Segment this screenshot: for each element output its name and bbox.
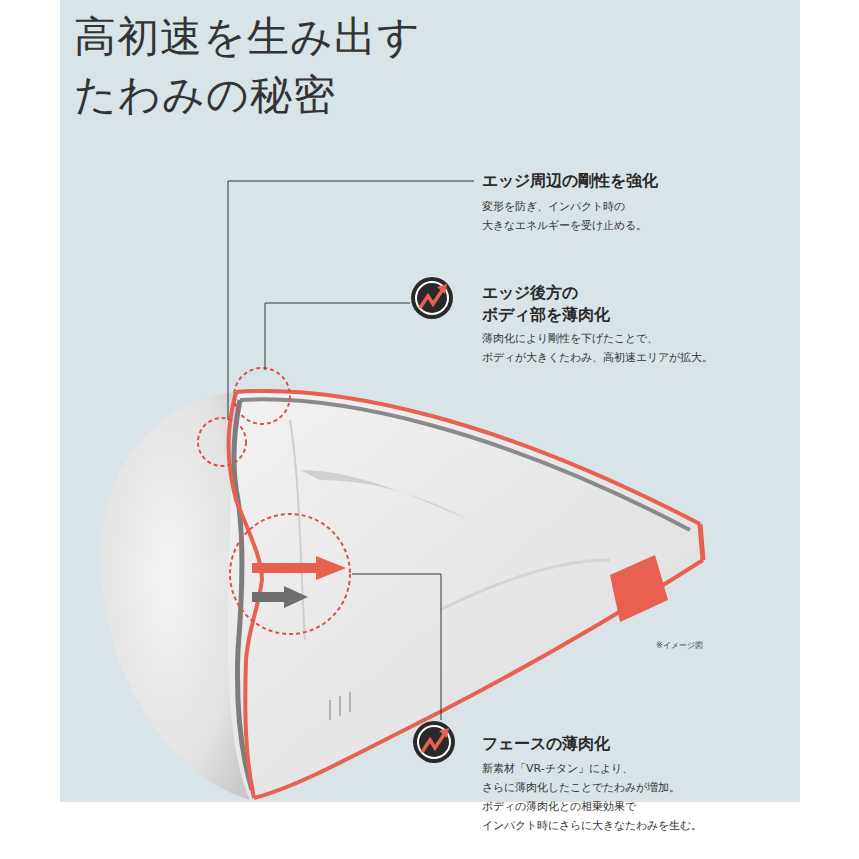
background-panel bbox=[60, 0, 800, 802]
note: ※イメージ図 bbox=[656, 641, 703, 651]
inner-rib bbox=[440, 560, 610, 610]
callout-heading: エッジ周辺の剛性を強化 bbox=[482, 170, 658, 192]
face-section-gray bbox=[234, 400, 252, 790]
deflection-arrow bbox=[252, 563, 318, 573]
head-body bbox=[228, 391, 703, 800]
sole-marks bbox=[330, 692, 350, 720]
deflection-arrow-gray bbox=[284, 586, 308, 608]
boost-icon bbox=[413, 721, 455, 763]
leader-line bbox=[228, 181, 474, 420]
callout-heading: エッジ後方の ボディ部を薄肉化 bbox=[482, 282, 620, 325]
callout-text: 新素材「VR-チタン」により、 さらに薄肉化したことでたわみが増加。 ボディの薄… bbox=[482, 760, 709, 836]
crown-section-gray bbox=[240, 399, 690, 530]
highlight-circle bbox=[230, 514, 350, 634]
crown-section-red bbox=[236, 391, 700, 524]
inner-rib bbox=[290, 420, 305, 640]
highlight-circle bbox=[198, 418, 246, 466]
leader-line bbox=[352, 574, 441, 720]
leader-line bbox=[265, 303, 410, 370]
boost-icon bbox=[411, 277, 453, 319]
callout-text: 変形を防ぎ、インパクト時の 大きなエネルギーを受け止める。 bbox=[482, 198, 654, 236]
nose-block bbox=[610, 555, 668, 622]
inner-rib bbox=[300, 470, 470, 520]
nose-section-red bbox=[700, 524, 703, 560]
highlight-circle bbox=[234, 368, 290, 424]
title: 高初速を生み出す たわみの秘密 bbox=[74, 8, 435, 124]
callout-text: 薄肉化により剛性を下げたことで、 ボディが大きくたわみ、高初速エリアが拡大。 bbox=[482, 330, 720, 368]
deflection-arrow bbox=[316, 556, 346, 580]
callout-heading: フェースの薄肉化 bbox=[482, 733, 610, 755]
deflection-arrow-gray bbox=[252, 592, 286, 602]
